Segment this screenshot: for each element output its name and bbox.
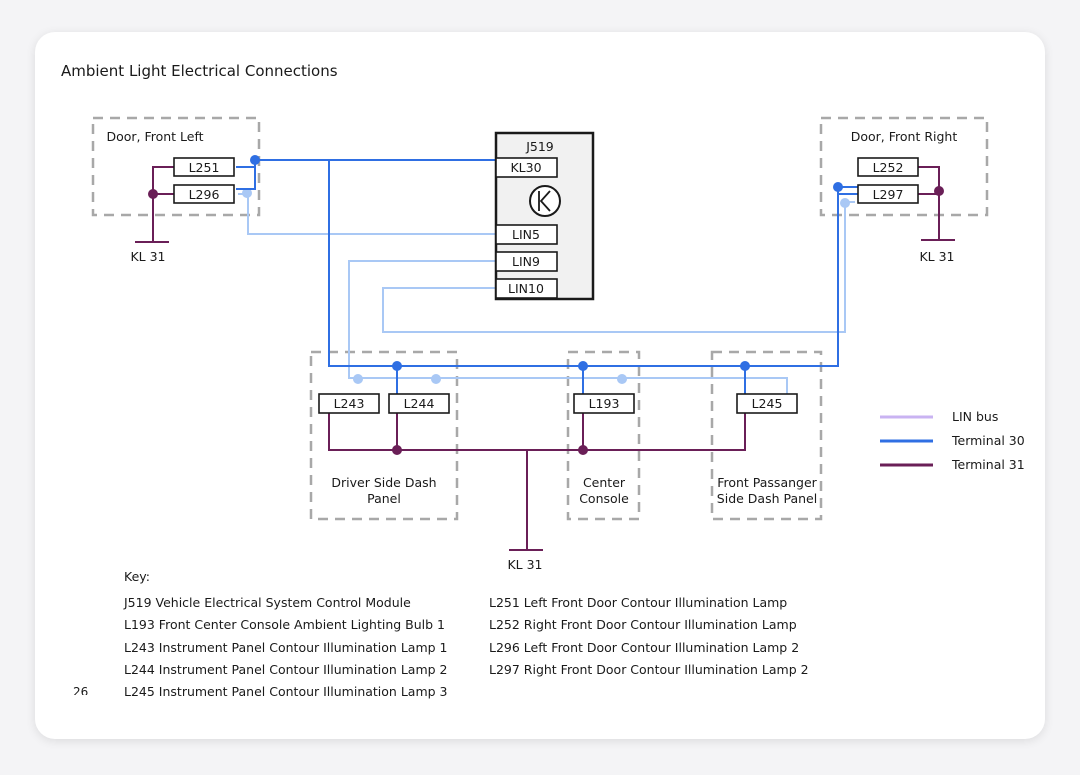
- legend-label-terminal-31: Terminal 31: [951, 457, 1025, 472]
- zone-door-front-left: [91, 116, 261, 217]
- lamp-l244-box: [388, 393, 450, 414]
- lamp-l245-box: [736, 393, 798, 414]
- zone-label-center-console-1: Center: [583, 475, 626, 490]
- lin-junction-l244: [431, 374, 441, 384]
- lamp-l296-box: [173, 184, 235, 204]
- lamp-l252-box: [857, 157, 919, 177]
- lin-wire-lin10: [382, 201, 855, 333]
- pin-lin9-box: [495, 251, 558, 272]
- lamp-l297-box: [857, 184, 919, 204]
- legend-label-terminal-30: Terminal 30: [951, 433, 1025, 448]
- lin-wire-lin5: [238, 193, 496, 235]
- lamp-l251: L251: [189, 160, 220, 175]
- lamp-l296: L296: [189, 187, 220, 202]
- zone-label-door-front-right: Door, Front Right: [851, 129, 958, 144]
- key-item: L193 Front Center Console Ambient Lighti…: [124, 617, 445, 633]
- zone-center-console: [566, 350, 641, 521]
- t30-wire-l296: [236, 160, 256, 190]
- zone-door-front-right: [819, 116, 989, 217]
- key-item: L243 Instrument Panel Contour Illuminati…: [124, 639, 448, 655]
- key-heading: Key:: [124, 569, 150, 584]
- module-name: J519: [525, 139, 554, 154]
- ground-label-left: KL 31: [130, 249, 165, 264]
- key-column-left: J519 Vehicle Electrical System Control M…: [124, 592, 448, 703]
- pin-lin5-box: [495, 224, 558, 245]
- lamp-l297: L297: [873, 187, 904, 202]
- k-circle-icon: [529, 185, 561, 217]
- page-title: Ambient Light Electrical Connections: [61, 62, 338, 80]
- pin-lin10: LIN10: [508, 281, 544, 296]
- t30-junction-l193: [578, 361, 588, 371]
- t31-junction-right-door: [934, 186, 944, 196]
- key-column-right: L251 Left Front Door Contour Illuminatio…: [489, 592, 809, 681]
- t31-wire-right-door: [918, 166, 940, 195]
- ground-label-bottom: KL 31: [507, 557, 542, 572]
- t31-junction-l244: [392, 445, 402, 455]
- lamp-l244: L244: [404, 396, 435, 411]
- t30-junction-l244: [392, 361, 402, 371]
- zone-label-center-console-2: Console: [579, 491, 629, 506]
- key-item: L252 Right Front Door Contour Illuminati…: [489, 617, 797, 633]
- t31-wire-dash: [328, 413, 746, 451]
- t30-junction-l245: [740, 361, 750, 371]
- key-item: L245 Instrument Panel Contour Illuminati…: [124, 684, 448, 700]
- zone-passenger-dash: [710, 350, 823, 521]
- t30-junction-left-door: [250, 155, 260, 165]
- t31-wire-left-door: [152, 166, 174, 195]
- ground-label-right: KL 31: [919, 249, 954, 264]
- lin-junction-right-door: [840, 198, 850, 208]
- legend-label-lin-bus: LIN bus: [952, 409, 998, 424]
- t30-wire-main: [236, 159, 496, 168]
- lamp-l245: L245: [752, 396, 783, 411]
- pin-kl30-box: [495, 157, 558, 178]
- zone-label-driver-dash-2: Panel: [367, 491, 401, 506]
- key-item: L297 Right Front Door Contour Illuminati…: [489, 661, 809, 677]
- lin-wire-lin9: [348, 260, 788, 396]
- t31-junction-left-door: [148, 189, 158, 199]
- wiring-diagram: J519 KL30 LIN5 LIN9 LIN10: [91, 116, 1025, 572]
- lamp-l193: L193: [589, 396, 620, 411]
- lin-junction-l193: [617, 374, 627, 384]
- zone-label-door-front-left: Door, Front Left: [106, 129, 203, 144]
- key-item: L296 Left Front Door Contour Illuminatio…: [489, 639, 800, 655]
- t31-junction-l193: [578, 445, 588, 455]
- pin-lin5: LIN5: [512, 227, 540, 242]
- pin-lin10-box: [495, 278, 558, 299]
- key-item: L251 Left Front Door Contour Illuminatio…: [489, 595, 788, 610]
- pin-lin9: LIN9: [512, 254, 540, 269]
- key-item: J519 Vehicle Electrical System Control M…: [124, 595, 411, 610]
- lamp-l243: L243: [334, 396, 365, 411]
- zone-label-passenger-dash-1: Front Passanger: [717, 475, 817, 490]
- zone-label-driver-dash-1: Driver Side Dash: [331, 475, 436, 490]
- lamp-l252: L252: [873, 160, 904, 175]
- lin-junction-l243: [353, 374, 363, 384]
- lin-junction-left-door: [242, 188, 252, 198]
- lamp-l251-box: [173, 157, 235, 177]
- key-item: L244 Instrument Panel Contour Illuminati…: [124, 661, 448, 677]
- lamp-l243-box: [318, 393, 380, 414]
- zone-label-passenger-dash-2: Side Dash Panel: [717, 491, 817, 506]
- lamp-l193-box: [573, 393, 635, 414]
- pin-kl30: KL30: [510, 160, 541, 175]
- t30-wire-left-drop: [328, 160, 858, 367]
- zone-driver-dash: [309, 350, 459, 521]
- t30-junction-right-door: [833, 182, 843, 192]
- diagram-card: Ambient Light Electrical Connections: [35, 32, 1045, 739]
- page-number: 26: [73, 685, 89, 695]
- legend: LIN bus Terminal 30 Terminal 31: [880, 409, 1025, 472]
